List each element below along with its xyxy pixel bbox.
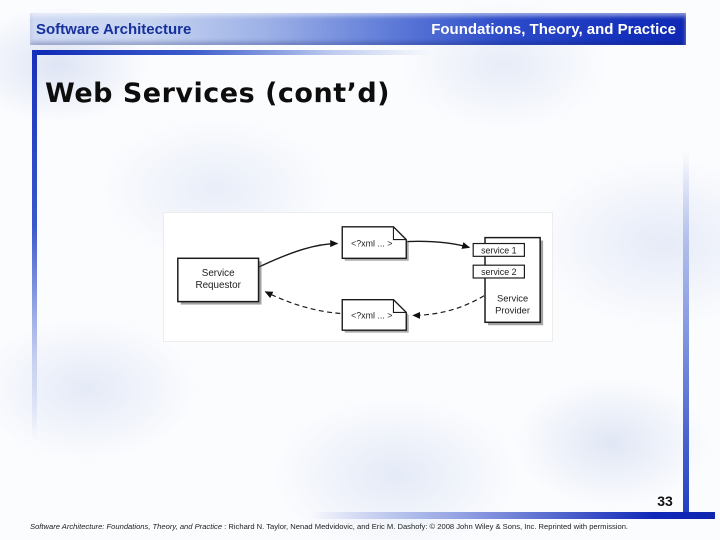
diagram-svg: Service Requestor <?xml ... > <?xml ... … xyxy=(177,226,544,333)
service2-label: service 2 xyxy=(481,267,517,277)
header-subtitle: Foundations, Theory, and Practice xyxy=(431,20,676,38)
frame-right-line xyxy=(683,150,689,519)
xml-document-icon-top: <?xml ... > xyxy=(341,226,409,261)
frame-left-line xyxy=(32,50,37,440)
frame-top-line xyxy=(32,50,432,55)
response-dashed-arrow-to-requestor xyxy=(264,291,341,315)
xml-document-icon-bottom: <?xml ... > xyxy=(341,298,409,333)
response-dashed-arrow-from-provider xyxy=(412,295,485,319)
service1-label: service 1 xyxy=(481,245,517,255)
xml-label-bottom: <?xml ... > xyxy=(351,310,392,320)
footer-citation: Software Architecture: Foundations, Theo… xyxy=(30,522,710,531)
header-bar: Software Architecture Foundations, Theor… xyxy=(30,13,686,45)
footer-book-title: Software Architecture: Foundations, Theo… xyxy=(30,522,223,531)
page-number: 33 xyxy=(657,493,673,509)
service1-port: service 1 xyxy=(472,242,525,257)
xml-label-top: <?xml ... > xyxy=(351,238,392,248)
service2-port: service 2 xyxy=(472,264,525,279)
service-requestor-box: Service Requestor xyxy=(177,257,262,305)
provider-label-line1: Service xyxy=(497,294,528,304)
provider-label-line2: Provider xyxy=(495,305,530,315)
requestor-label-line2: Requestor xyxy=(196,280,242,291)
web-services-diagram: Service Requestor <?xml ... > <?xml ... … xyxy=(163,212,553,342)
requestor-label-line1: Service xyxy=(202,268,235,279)
request-arrow-to-service1 xyxy=(407,240,471,249)
footer-accent-bar xyxy=(310,512,715,519)
footer-credits: : Richard N. Taylor, Nenad Medvidovic, a… xyxy=(222,522,629,531)
slide-title: Web Services (cont’d) xyxy=(45,78,391,109)
header-product-title: Software Architecture xyxy=(36,20,192,38)
request-arrow-to-xml xyxy=(258,239,339,268)
